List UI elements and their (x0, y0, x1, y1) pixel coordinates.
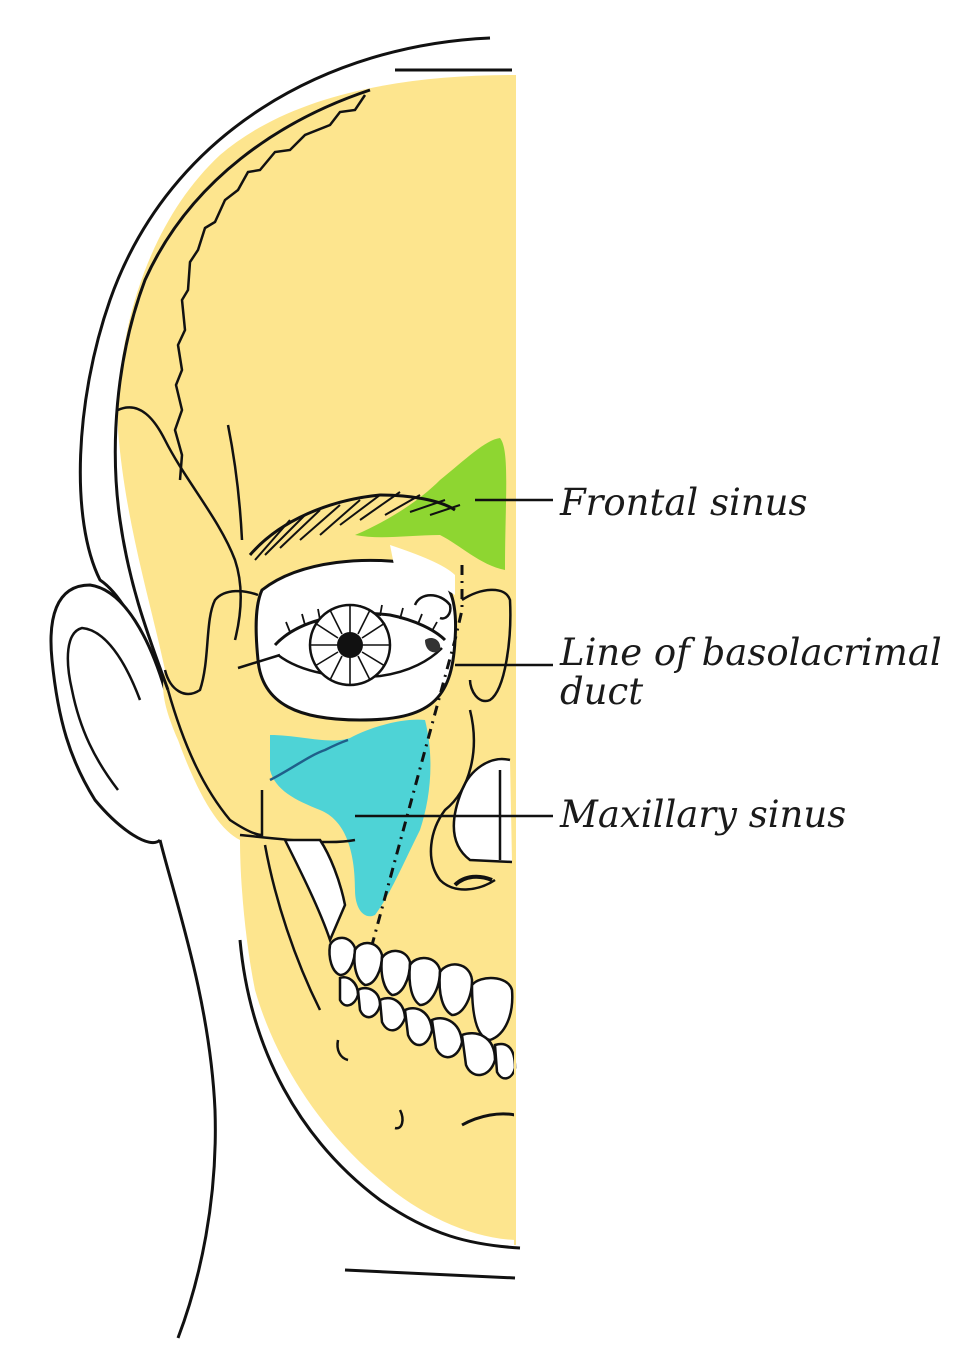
nasal-aperture (429, 709, 496, 891)
coronal-suture (173, 94, 367, 481)
maxillary-sinus-region (270, 719, 431, 917)
tear-caruncle (425, 638, 441, 653)
eyebrow-hairs (254, 491, 461, 561)
zygomatic-outline (163, 589, 259, 696)
label-maxillary-sinus: Maxillary sinus (560, 793, 847, 836)
nasal-bone-outline (461, 588, 512, 703)
temporal-line (117, 406, 243, 641)
neck-outline (158, 839, 217, 1339)
chin-mark (394, 1109, 404, 1130)
iris-fibers (310, 605, 390, 685)
ramus-line (263, 844, 322, 1011)
chin-outline (238, 939, 521, 1250)
ear (49, 583, 167, 845)
temporal-line-2 (226, 424, 244, 541)
upper-teeth (328, 936, 514, 1042)
label-frontal-sinus: Frontal sinus (560, 481, 808, 524)
anterior-nasal-spine (453, 874, 493, 887)
label-basolacrimal-duct-line1: Line of basolacrimal (560, 631, 942, 674)
neck-bottom-line (344, 1268, 516, 1280)
mental-foramen-mark (336, 1039, 349, 1062)
mental-protuberance (461, 1112, 516, 1127)
label-basolacrimal-duct-line2: duct (560, 669, 644, 713)
lower-teeth (338, 976, 517, 1080)
maxilla-outline (166, 689, 264, 837)
lower-eyelid (277, 647, 443, 679)
ear-inner (66, 626, 142, 791)
pupil (337, 632, 363, 658)
label-basolacrimal-duct: Line of basolacrimal duct (560, 631, 942, 713)
eyebrow (248, 493, 456, 556)
lacrimal-notch (413, 594, 452, 620)
maxillary-sinus-inner-line (269, 738, 349, 782)
lateral-canthus-line (237, 653, 281, 670)
nasolacrimal-duct-line (370, 565, 464, 946)
orbit-rim-white (390, 545, 455, 595)
skull-bone-outline (113, 88, 371, 691)
mandible-ramus-gap (282, 838, 347, 944)
